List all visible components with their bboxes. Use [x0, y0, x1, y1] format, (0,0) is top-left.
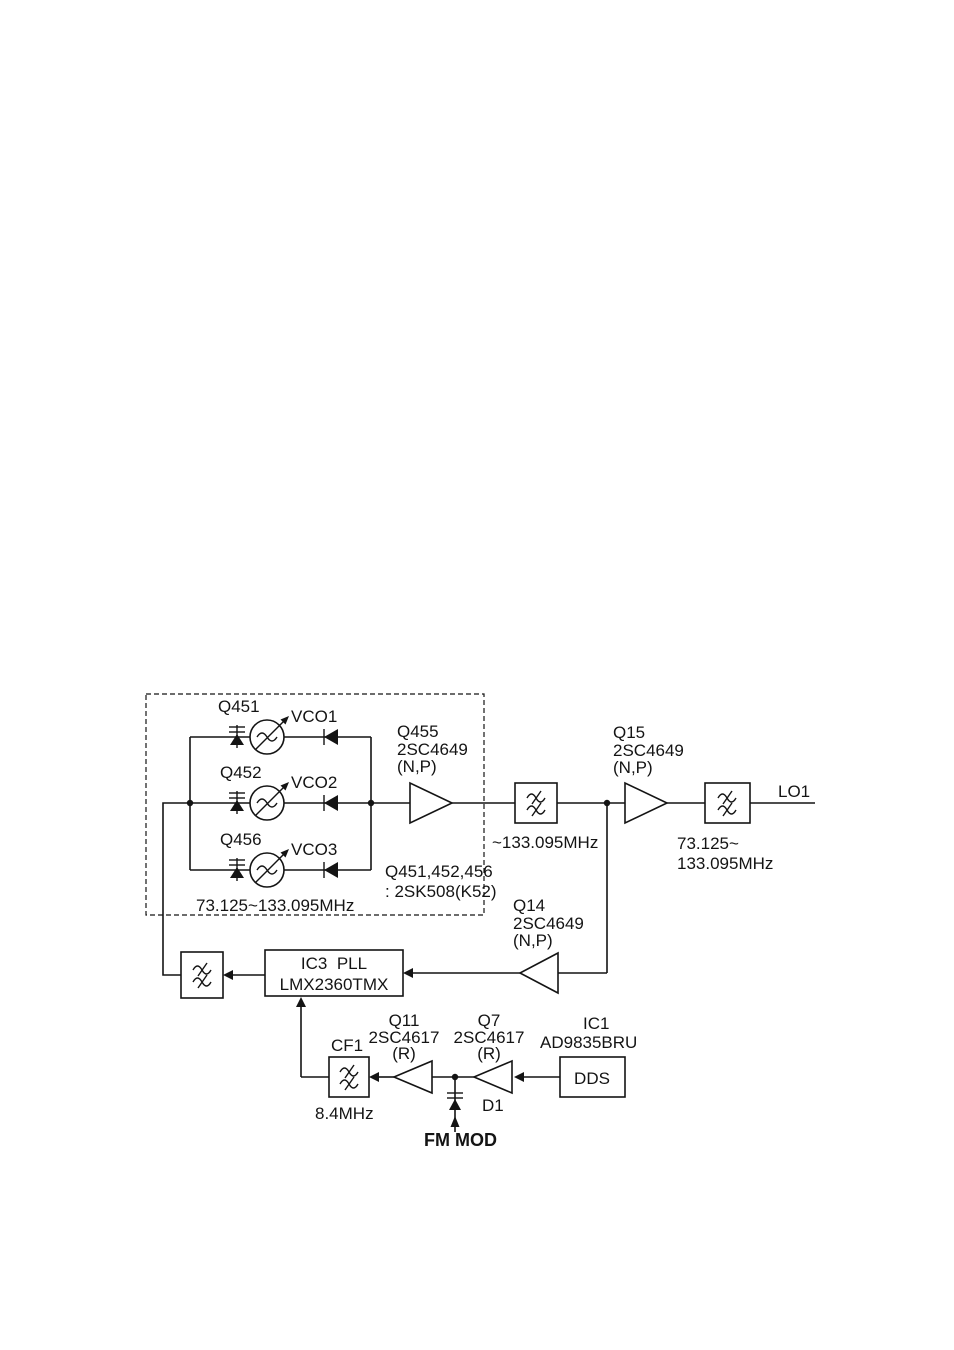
filter-mid: ~133.095MHz — [492, 782, 598, 852]
q7-part: 2SC4617 — [454, 1028, 525, 1047]
ic3-label-line1: IC3 PLL — [301, 954, 367, 973]
q11-part: 2SC4617 — [369, 1028, 440, 1047]
vco-transistor-note-line1: Q451,452,456 — [385, 862, 493, 881]
filter-out: 73.125~ 133.095MHz LO1 — [677, 782, 810, 873]
q14-name: Q14 — [513, 896, 545, 915]
oscillator-icon — [249, 715, 290, 755]
q451-label: Q451 — [218, 697, 260, 716]
fm-mod-input: D1 FM MOD — [424, 1092, 504, 1150]
fm-mod-label: FM MOD — [424, 1130, 497, 1150]
q452-label: Q452 — [220, 763, 262, 782]
q11-amplifier: Q11 2SC4617 (R) — [369, 1011, 440, 1095]
vco1-label: VCO1 — [291, 707, 337, 726]
oscillator-icon — [249, 781, 290, 821]
junction-dot — [367, 799, 375, 807]
loop-filter — [180, 951, 224, 999]
q455-part: 2SC4649 — [397, 740, 468, 759]
vco-bank: Q451 Q452 Q456 VCO1 VCO2 VCO3 73.125~133… — [196, 697, 497, 915]
signal-lines — [162, 736, 815, 1132]
q456-label: Q456 — [220, 830, 262, 849]
q11-amplifier-icon — [391, 1059, 433, 1095]
q7-amplifier-icon — [471, 1059, 513, 1095]
vco3-label: VCO3 — [291, 840, 337, 859]
q455-grade: (N,P) — [397, 757, 437, 776]
q455-amplifier-icon — [409, 781, 454, 825]
q14-grade: (N,P) — [513, 931, 553, 950]
q15-part: 2SC4649 — [613, 741, 684, 760]
diode-icon — [323, 861, 339, 879]
diode-icon — [323, 728, 339, 746]
diode-icon — [323, 794, 339, 812]
junction-dot — [603, 799, 611, 807]
ic1-part: AD9835BRU — [540, 1033, 637, 1052]
vco-range-label: 73.125~133.095MHz — [196, 896, 354, 915]
q455-amplifier: Q455 2SC4649 (N,P) — [397, 722, 468, 825]
ic1-dds: DDS IC1 AD9835BRU — [540, 1014, 637, 1098]
q7-grade: (R) — [477, 1044, 501, 1063]
junction-dot — [451, 1073, 459, 1081]
q11-name: Q11 — [389, 1011, 420, 1030]
q15-name: Q15 — [613, 723, 645, 742]
ic3-pll: IC3 PLL LMX2360TMX — [264, 949, 404, 997]
filter-out-freq-line2: 133.095MHz — [677, 854, 773, 873]
vco-transistor-note-line2: : 2SK508(K52) — [385, 882, 497, 901]
d1-label: D1 — [482, 1096, 504, 1115]
cf1-name: CF1 — [331, 1036, 363, 1055]
dds-box-label: DDS — [574, 1069, 610, 1088]
q14-part: 2SC4649 — [513, 914, 584, 933]
cf1-filter: CF1 8.4MHz — [315, 1036, 374, 1123]
d1-varactor-icon — [449, 1099, 461, 1110]
q15-amplifier-icon — [624, 781, 669, 825]
q7-name: Q7 — [478, 1011, 501, 1030]
oscillator-icon — [249, 848, 290, 888]
lo1-output-label: LO1 — [778, 782, 810, 801]
ic3-label-line2: LMX2360TMX — [280, 975, 389, 994]
cf1-freq: 8.4MHz — [315, 1104, 374, 1123]
ic1-name: IC1 — [583, 1014, 609, 1033]
q455-name: Q455 — [397, 722, 439, 741]
up-arrowhead-icon — [450, 1116, 460, 1127]
vco-section-outline — [145, 693, 485, 916]
junction-dot — [186, 799, 194, 807]
q14-amplifier-icon — [518, 951, 559, 995]
q15-amplifier: Q15 2SC4649 (N,P) — [613, 723, 684, 825]
q14-amplifier: Q14 2SC4649 (N,P) — [513, 896, 584, 995]
vco2-label: VCO2 — [291, 773, 337, 792]
q11-grade: (R) — [392, 1044, 416, 1063]
filter-mid-freq: ~133.095MHz — [492, 833, 598, 852]
filter-out-freq-line1: 73.125~ — [677, 834, 739, 853]
q15-grade: (N,P) — [613, 758, 653, 777]
q7-amplifier: Q7 2SC4617 (R) — [454, 1011, 525, 1095]
